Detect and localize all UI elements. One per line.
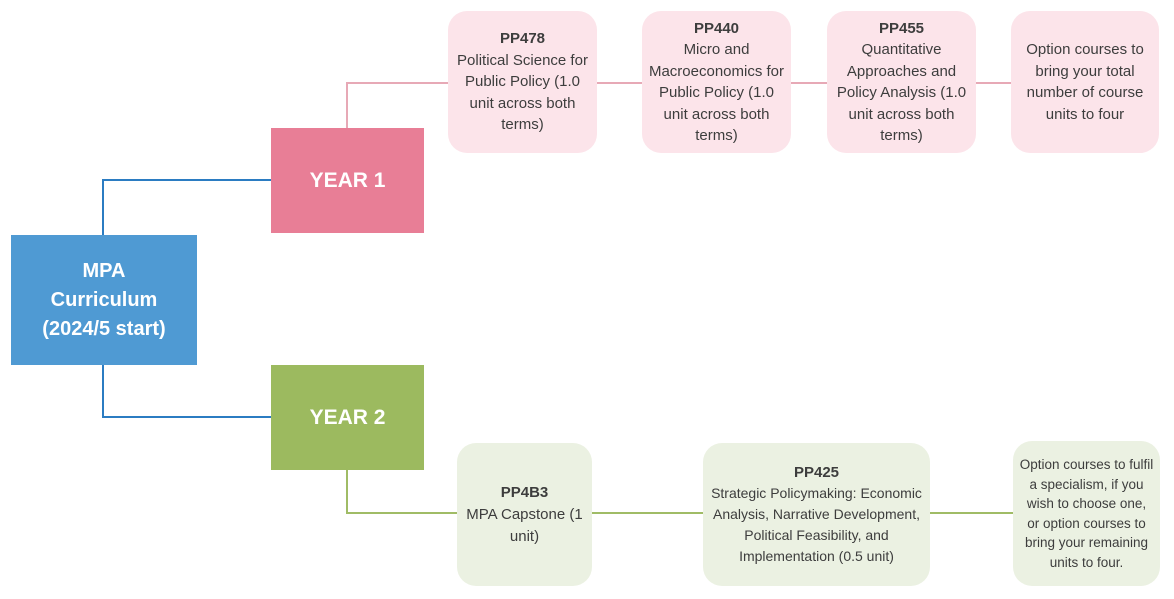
connector-root-to-year2-vertical [102, 364, 104, 418]
course-code: PP4B3 [500, 483, 549, 501]
course-desc: Strategic Policymaking: Economic Analysi… [711, 485, 922, 564]
course-desc: Micro and Macroeconomics for Public Poli… [648, 41, 785, 144]
root-node-mpa-curriculum: MPA Curriculum (2024/5 start) [11, 235, 197, 365]
course-pp478: PP478 Political Science for Public Polic… [448, 11, 597, 153]
course-year2-options: Option courses to fulfil a specialism, i… [1013, 441, 1160, 586]
course-desc: Quantitative Approaches and Policy Analy… [836, 41, 967, 144]
course-pp455: PP455 Quantitative Approaches and Policy… [827, 11, 976, 153]
root-title-line-1: MPA [82, 259, 126, 282]
year2-node: YEAR 2 [271, 365, 424, 470]
course-desc: Political Science for Public Policy (1.0… [457, 51, 588, 134]
course-code: PP455 [878, 19, 925, 37]
course-pp440: PP440 Micro and Macroeconomics for Publi… [642, 11, 791, 153]
year1-node: YEAR 1 [271, 128, 424, 233]
year1-label: YEAR 1 [309, 168, 386, 192]
connector-year1-vertical [346, 82, 348, 129]
course-code: PP425 [793, 464, 840, 481]
course-desc: MPA Capstone (1 unit) [466, 505, 583, 545]
course-code: PP478 [499, 30, 546, 48]
connector-year2-vertical [346, 470, 348, 514]
year2-label: YEAR 2 [309, 405, 386, 429]
connector-root-to-year1-horizontal [102, 179, 272, 181]
course-pp425: PP425 Strategic Policymaking: Economic A… [703, 443, 930, 586]
root-title-line-2: Curriculum [50, 288, 158, 311]
root-title-line-3: (2024/5 start) [42, 317, 166, 340]
course-year1-options: Option courses to bring your total numbe… [1011, 11, 1159, 153]
course-code: PP440 [693, 19, 740, 37]
course-desc: Option courses to bring your total numbe… [1026, 41, 1144, 123]
connector-root-to-year1-vertical [102, 179, 104, 236]
connector-root-to-year2-horizontal [102, 416, 272, 418]
course-pp4b3: PP4B3 MPA Capstone (1 unit) [457, 443, 592, 586]
course-desc: Option courses to fulfil a specialism, i… [1019, 457, 1154, 570]
